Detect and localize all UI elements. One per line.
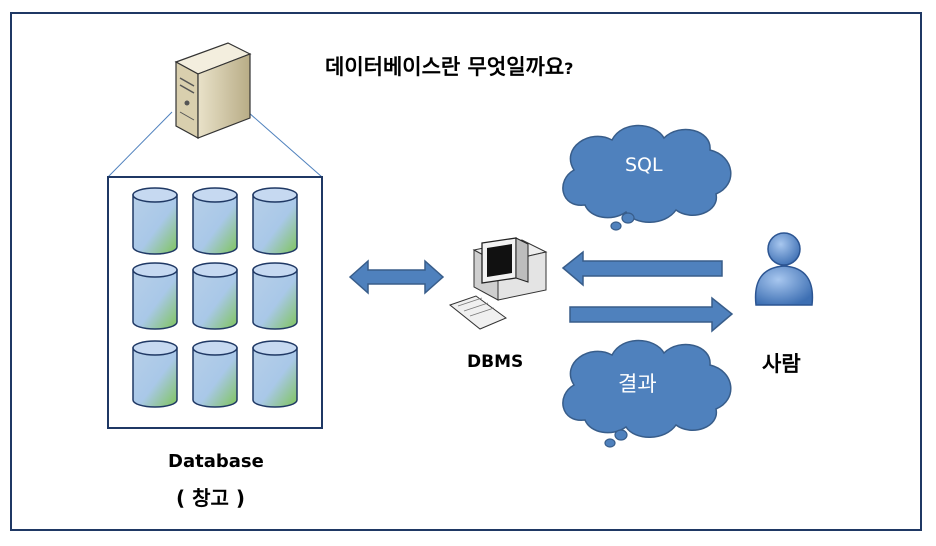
result-cloud <box>562 339 732 448</box>
diagram-frame <box>10 12 922 531</box>
database-cylinder-icon <box>252 340 298 408</box>
database-cylinder-icon <box>252 187 298 255</box>
database-cylinder-icon <box>132 340 178 408</box>
database-cylinder-icon <box>132 187 178 255</box>
title-text: 데이터베이스란 무엇일까요 <box>325 55 565 79</box>
connector-line-right <box>247 111 323 178</box>
double-arrow <box>348 259 445 295</box>
database-cylinder-icon <box>192 187 238 255</box>
person-icon <box>754 232 814 306</box>
arrow-to-person <box>569 296 734 333</box>
arrow-to-dbms <box>561 250 723 287</box>
sql-cloud-label: SQL <box>625 154 663 176</box>
diagram-title: 데이터베이스란 무엇일까요? <box>325 51 573 81</box>
server-icon <box>174 42 252 140</box>
database-cylinder-icon <box>132 262 178 330</box>
database-cylinders <box>132 187 298 408</box>
person-label: 사람 <box>762 352 801 376</box>
database-sublabel: ( 창고 ) <box>176 486 246 510</box>
sql-cloud <box>562 124 732 231</box>
computer-icon <box>448 237 548 330</box>
result-cloud-label: 결과 <box>618 372 657 396</box>
database-cylinder-icon <box>192 262 238 330</box>
title-question-mark: ? <box>564 59 574 78</box>
database-cylinder-icon <box>192 340 238 408</box>
connector-line-left <box>107 111 173 178</box>
dbms-label: DBMS <box>467 352 524 372</box>
database-cylinder-icon <box>252 262 298 330</box>
database-label: Database <box>168 451 264 472</box>
